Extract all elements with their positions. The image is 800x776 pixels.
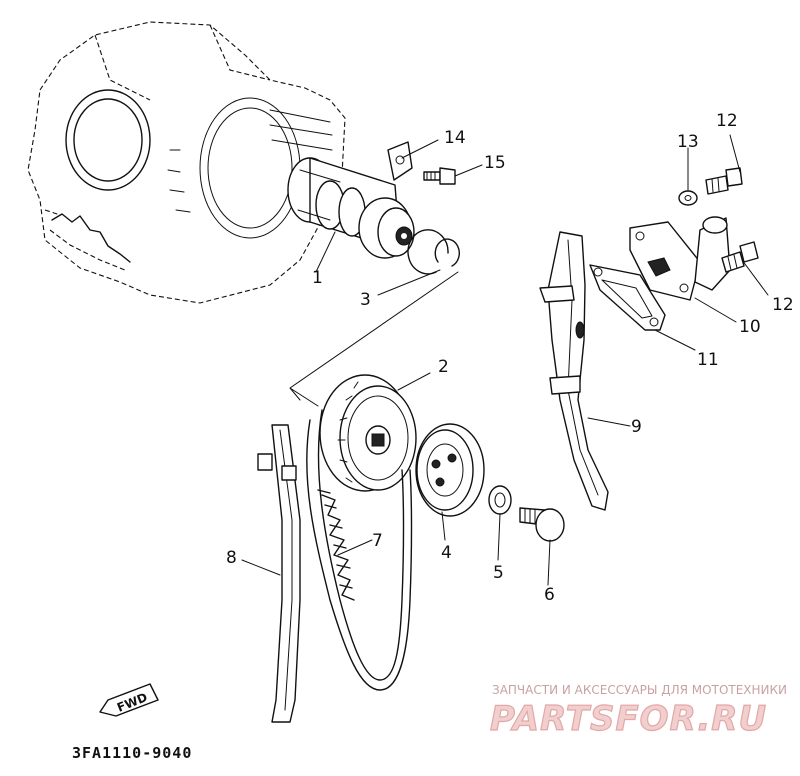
seal-washer: [678, 190, 698, 206]
callout-13: 13: [677, 132, 699, 152]
lock-plate: [387, 141, 413, 181]
sprocket-bolt: [519, 507, 565, 542]
chain-guide: [257, 424, 301, 723]
tensioner-guide: [539, 231, 609, 511]
circlip: [407, 229, 460, 275]
callout-1: 1: [312, 268, 323, 288]
cylinder-head: [27, 21, 346, 304]
tensioner-gasket: [589, 264, 666, 331]
callout-5: 5: [493, 563, 504, 583]
assembly-lines: [289, 271, 459, 407]
tensioner-bolt-side: [721, 241, 759, 273]
callout-12b: 12: [772, 295, 794, 315]
callout-15: 15: [484, 153, 506, 173]
washer: [488, 485, 512, 515]
callout-2: 2: [438, 357, 449, 377]
callout-8: 8: [226, 548, 237, 568]
diagram-code: 3FA1110-9040: [72, 744, 192, 762]
callout-9: 9: [631, 417, 642, 437]
callout-14: 14: [444, 128, 466, 148]
callout-3: 3: [360, 290, 371, 310]
cam-chain: [306, 409, 413, 691]
callout-7: 7: [372, 531, 383, 551]
watermark-brand: PARTSFOR.RU: [490, 699, 767, 739]
callout-10: 10: [739, 317, 761, 337]
plate-bolt: [423, 167, 456, 185]
tensioner-bolt-top: [705, 167, 743, 195]
chain-tensioner: [629, 216, 731, 301]
watermark-tagline: ЗАПЧАСТИ И АКСЕССУАРЫ ДЛЯ МОТОТЕХНИКИ: [492, 683, 787, 697]
callouts: 1 2 3 4 5 6 7 8 9 10 11 12 12 13 14 15: [226, 111, 794, 605]
cam-sprocket: [319, 374, 417, 492]
fwd-arrow-badge: FWD: [99, 683, 159, 717]
callout-6: 6: [544, 585, 555, 605]
callout-12a: 12: [716, 111, 738, 131]
leader-lines: [241, 134, 769, 586]
callout-4: 4: [441, 543, 452, 563]
camshaft: [287, 157, 415, 259]
callout-11: 11: [697, 350, 719, 370]
sprocket-flange: [415, 423, 485, 517]
